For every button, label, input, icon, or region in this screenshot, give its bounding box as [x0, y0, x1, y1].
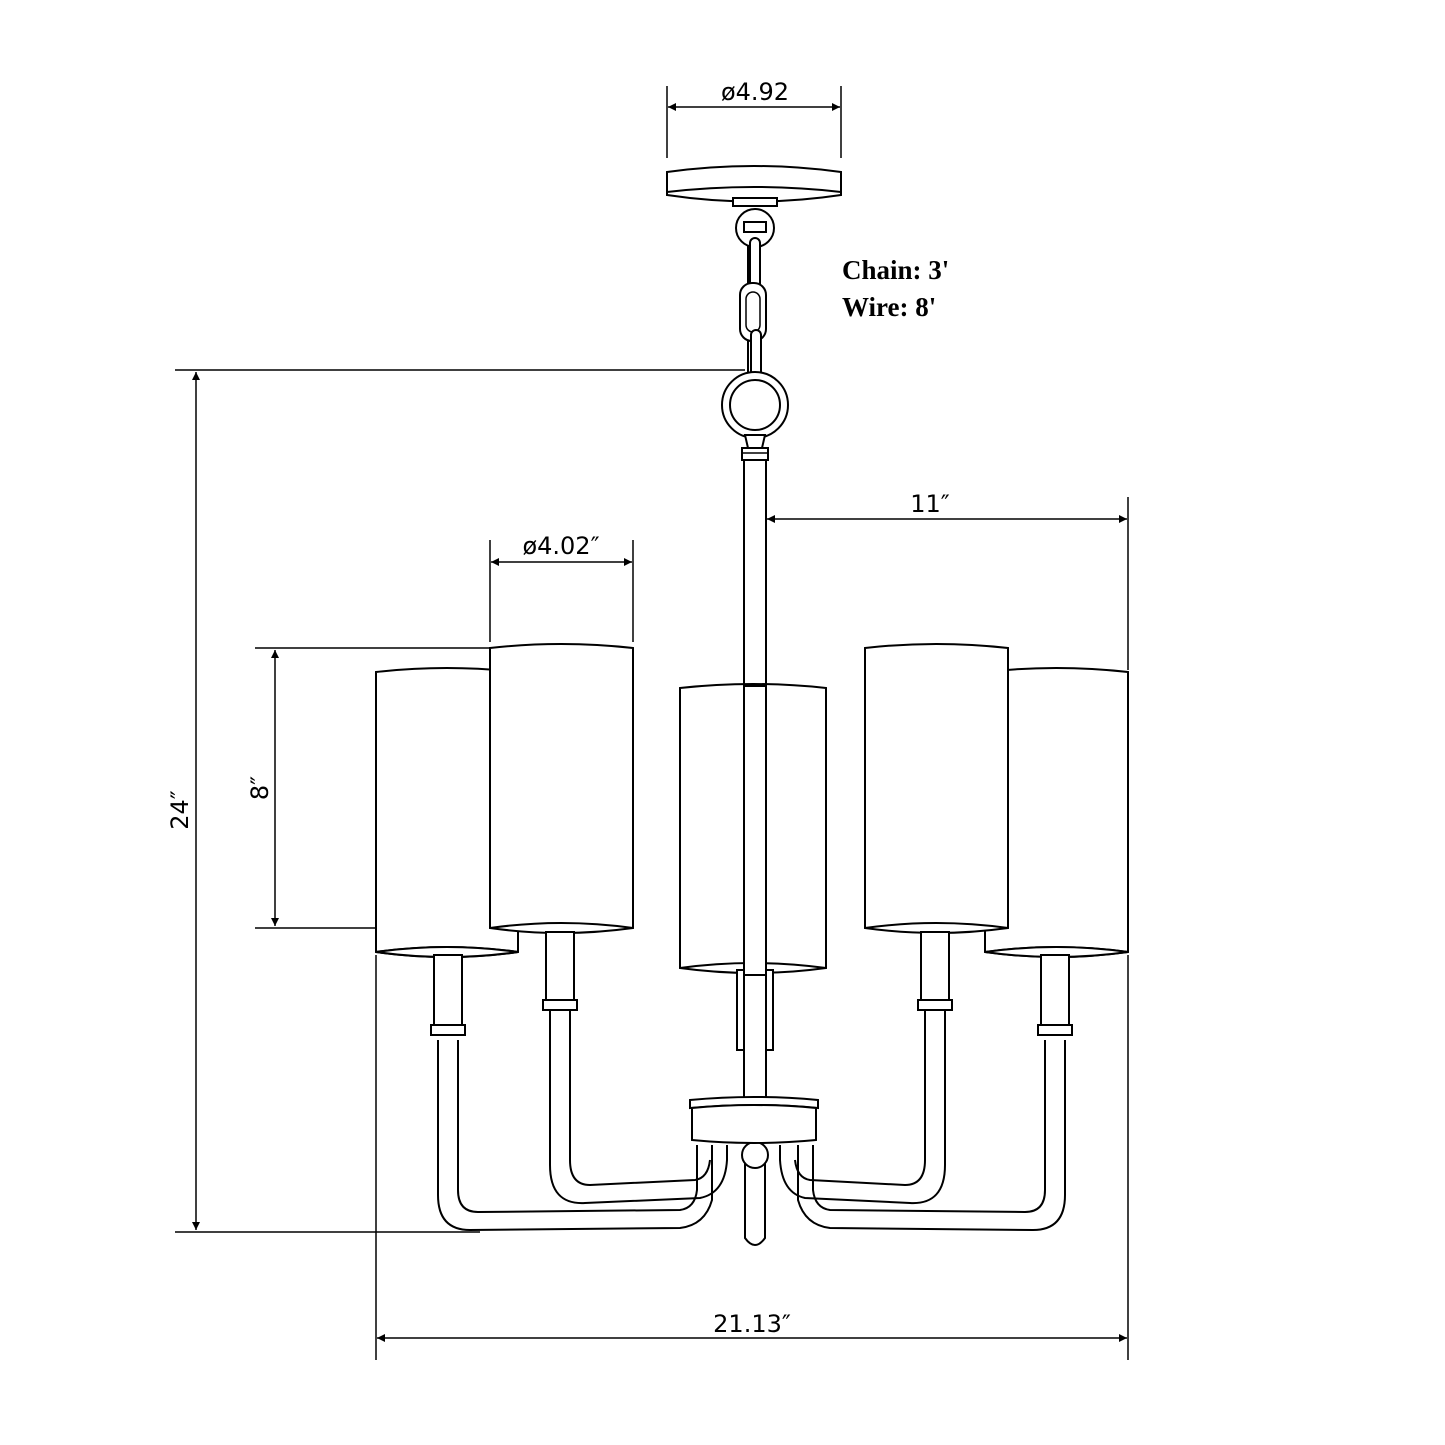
hanging-ring	[721, 371, 789, 461]
shade-height-dimension: 8″	[246, 647, 490, 929]
wire-length-note: Wire: 8'	[842, 292, 936, 322]
shade-center	[679, 683, 827, 1101]
shade-inner-right	[864, 643, 1009, 934]
center-hub	[689, 1096, 819, 1144]
shade-height-label: 8″	[246, 776, 274, 800]
shade-diameter-dimension: ø4.02″	[489, 532, 634, 642]
chain	[735, 208, 775, 383]
arms	[437, 1010, 1066, 1246]
arm-reach-dimension: 11″	[767, 490, 1129, 670]
total-width-dimension: 21.13″	[375, 955, 1129, 1360]
arm-reach-label: 11″	[910, 490, 950, 518]
canopy-diameter-label: ø4.92	[721, 78, 789, 106]
canopy	[666, 165, 842, 207]
chain-length-note: Chain: 3'	[842, 255, 949, 285]
total-height-label: 24″	[166, 790, 194, 830]
total-width-label: 21.13″	[713, 1310, 791, 1338]
candle-sockets	[430, 931, 1073, 1036]
total-height-dimension: 24″	[166, 369, 745, 1233]
shade-inner-left	[489, 643, 634, 934]
shade-diameter-label: ø4.02″	[522, 532, 599, 560]
canopy-diameter-dimension: ø4.92	[666, 78, 842, 158]
